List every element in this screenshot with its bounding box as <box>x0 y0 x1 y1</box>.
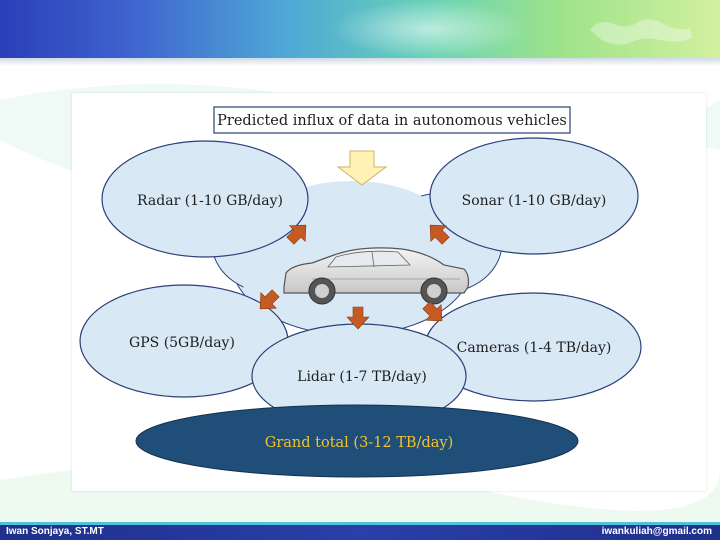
title-box <box>213 106 571 134</box>
cameras-label: Cameras (1-4 TB/day) <box>457 340 612 356</box>
arrow-to-sonar-icon <box>429 224 450 245</box>
arrow-to-lidar-icon <box>346 306 370 330</box>
arrow-to-cameras-icon <box>422 301 443 322</box>
sonar-label: Sonar (1-10 GB/day) <box>462 193 607 209</box>
arrow-to-gps-icon <box>259 289 280 310</box>
diagram-title: Predicted influx of data in autonomous v… <box>217 113 567 129</box>
gps-label: GPS (5GB/day) <box>129 335 235 351</box>
data-influx-diagram: Predicted influx of data in autonomous v… <box>79 106 642 478</box>
banner-glow <box>330 0 530 58</box>
lidar-label: Lidar (1-7 TB/day) <box>297 369 427 385</box>
sonar-node <box>429 137 639 255</box>
footer-email: iwankuliah@gmail.com <box>601 526 712 537</box>
grand-total-node <box>135 404 579 478</box>
grand-total-label: Grand total (3-12 TB/day) <box>265 435 454 451</box>
footer-author: Iwan Sonjaya, ST.MT <box>6 526 104 537</box>
radar-node <box>101 140 309 258</box>
car-icon <box>283 247 470 305</box>
arrow-to-radar-icon <box>286 224 307 245</box>
radar-label: Radar (1-10 GB/day) <box>137 193 283 209</box>
header-shadow <box>0 58 720 66</box>
down-arrow-icon <box>336 150 388 186</box>
slide-footer: Iwan Sonjaya, ST.MT iwankuliah@gmail.com <box>0 522 720 540</box>
slide-header-banner <box>0 0 720 58</box>
world-map-icon <box>590 19 692 45</box>
diagram-panel: Predicted influx of data in autonomous v… <box>72 93 706 491</box>
